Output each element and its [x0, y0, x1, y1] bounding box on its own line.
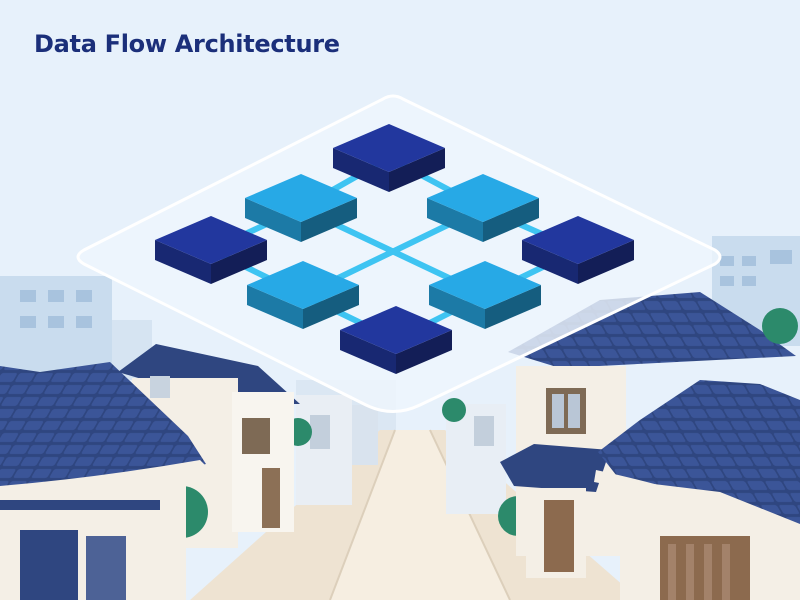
node-left-face	[247, 285, 303, 329]
node-right-face	[578, 240, 634, 284]
node-top-face	[522, 216, 634, 264]
right-street-houses	[442, 292, 798, 578]
architecture-diagram	[155, 124, 634, 374]
diagram-title: Data Flow Architecture	[34, 30, 340, 58]
node-top-face	[155, 216, 267, 264]
node-top-face	[427, 174, 539, 222]
node-bottom	[340, 306, 452, 374]
left-hanok	[0, 362, 206, 600]
node-right-face	[389, 148, 445, 192]
node-left-face	[429, 285, 485, 329]
node-left	[155, 216, 267, 284]
node-top-face	[333, 124, 445, 172]
node-left-face	[333, 148, 389, 192]
node-top-face	[247, 261, 359, 309]
node-right-face	[301, 198, 357, 242]
node-upper-left	[245, 174, 357, 242]
node-left-face	[340, 330, 396, 374]
node-top-face	[340, 306, 452, 354]
node-left-face	[245, 198, 301, 242]
node-top-face	[245, 174, 357, 222]
node-lower-right	[429, 261, 541, 329]
node-top-face	[429, 261, 541, 309]
node-right-face	[211, 240, 267, 284]
node-right-face	[483, 198, 539, 242]
right-hanok	[594, 380, 800, 600]
node-right	[522, 216, 634, 284]
node-right-face	[396, 330, 452, 374]
node-left-face	[155, 240, 211, 284]
node-left-face	[522, 240, 578, 284]
node-right-face	[485, 285, 541, 329]
node-top	[333, 124, 445, 192]
node-lower-left	[247, 261, 359, 329]
node-upper-right	[427, 174, 539, 242]
node-left-face	[427, 198, 483, 242]
node-right-face	[303, 285, 359, 329]
